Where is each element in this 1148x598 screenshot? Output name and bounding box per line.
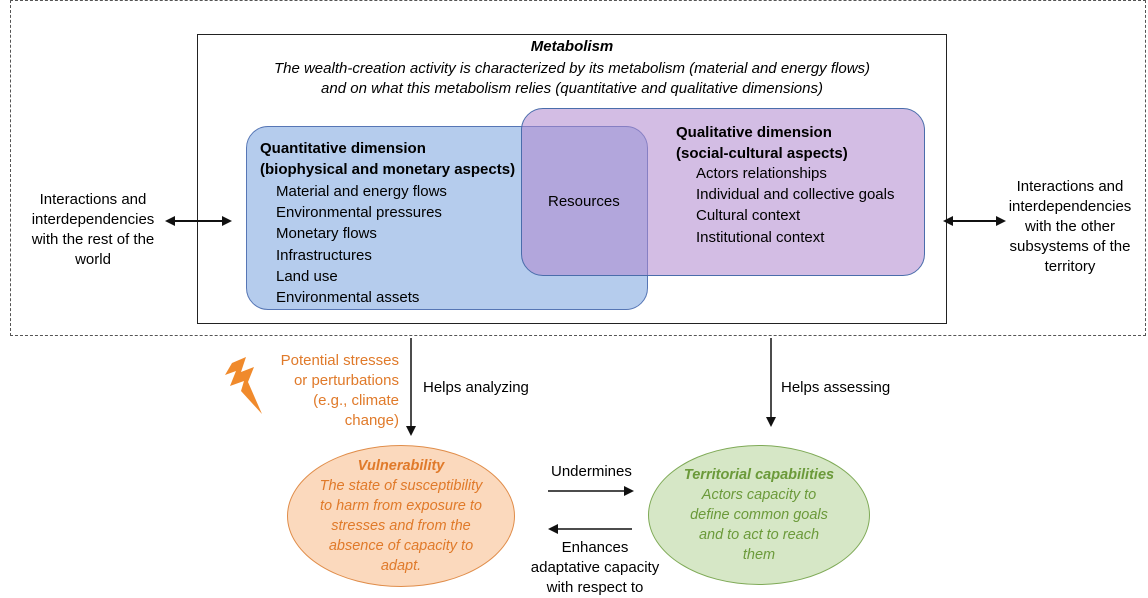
list-item: Land use (276, 267, 338, 285)
qualitative-dimension-box (521, 108, 925, 276)
left-interactions-label: Interactions and interdependencies with … (31, 191, 155, 268)
territorial-title: Territorial capabilities (683, 467, 835, 483)
helps-assessing-label: Helps assessing (781, 379, 891, 396)
stress-label: Potential stresses or perturbations (e.g… (280, 352, 399, 429)
metabolism-title: Metabolism (530, 38, 614, 55)
quantitative-heading-line-1: Quantitative dimension (260, 140, 426, 157)
qualitative-list: Actors relationships Individual and coll… (696, 163, 894, 248)
helps-analyzing-label: Helps analyzing (423, 379, 529, 396)
qualitative-heading-line-2: (social-cultural aspects) (676, 145, 848, 162)
quantitative-heading-line-2: (biophysical and monetary aspects) (260, 161, 516, 178)
vulnerability-oval: Vulnerability The state of susceptibilit… (287, 445, 515, 587)
metabolism-subtitle-line-1: The wealth-creation activity is characte… (273, 60, 871, 77)
resources-label: Resources (548, 193, 620, 210)
metabolism-subtitle-line-2: and on what this metabolism relies (quan… (321, 80, 823, 97)
undermines-label: Undermines (551, 463, 632, 480)
quantitative-list: Material and energy flows Environmental … (276, 181, 447, 308)
metabolism-box (197, 34, 947, 324)
list-item: Cultural context (696, 207, 801, 225)
list-item: Environmental pressures (276, 204, 442, 222)
list-item: Individual and collective goals (696, 186, 895, 204)
territorial-capabilities-oval: Territorial capabilities Actors capacity… (648, 445, 870, 585)
list-item: Material and energy flows (276, 183, 447, 200)
list-item: Monetary flows (276, 225, 377, 243)
lightning-icon (225, 357, 262, 414)
list-item: Institutional context (696, 228, 825, 246)
list-item: Actors relationships (696, 165, 827, 182)
qualitative-heading-line-1: Qualitative dimension (676, 124, 832, 141)
right-interactions-label: Interactions and interdependencies with … (1008, 178, 1132, 275)
system-boundary-frame (10, 0, 1146, 336)
list-item: Infrastructures (276, 246, 372, 264)
enhances-label: Enhances adaptative capacity with respec… (530, 539, 660, 596)
vulnerability-title: Vulnerability (357, 458, 445, 474)
list-item: Environmental assets (276, 289, 420, 307)
